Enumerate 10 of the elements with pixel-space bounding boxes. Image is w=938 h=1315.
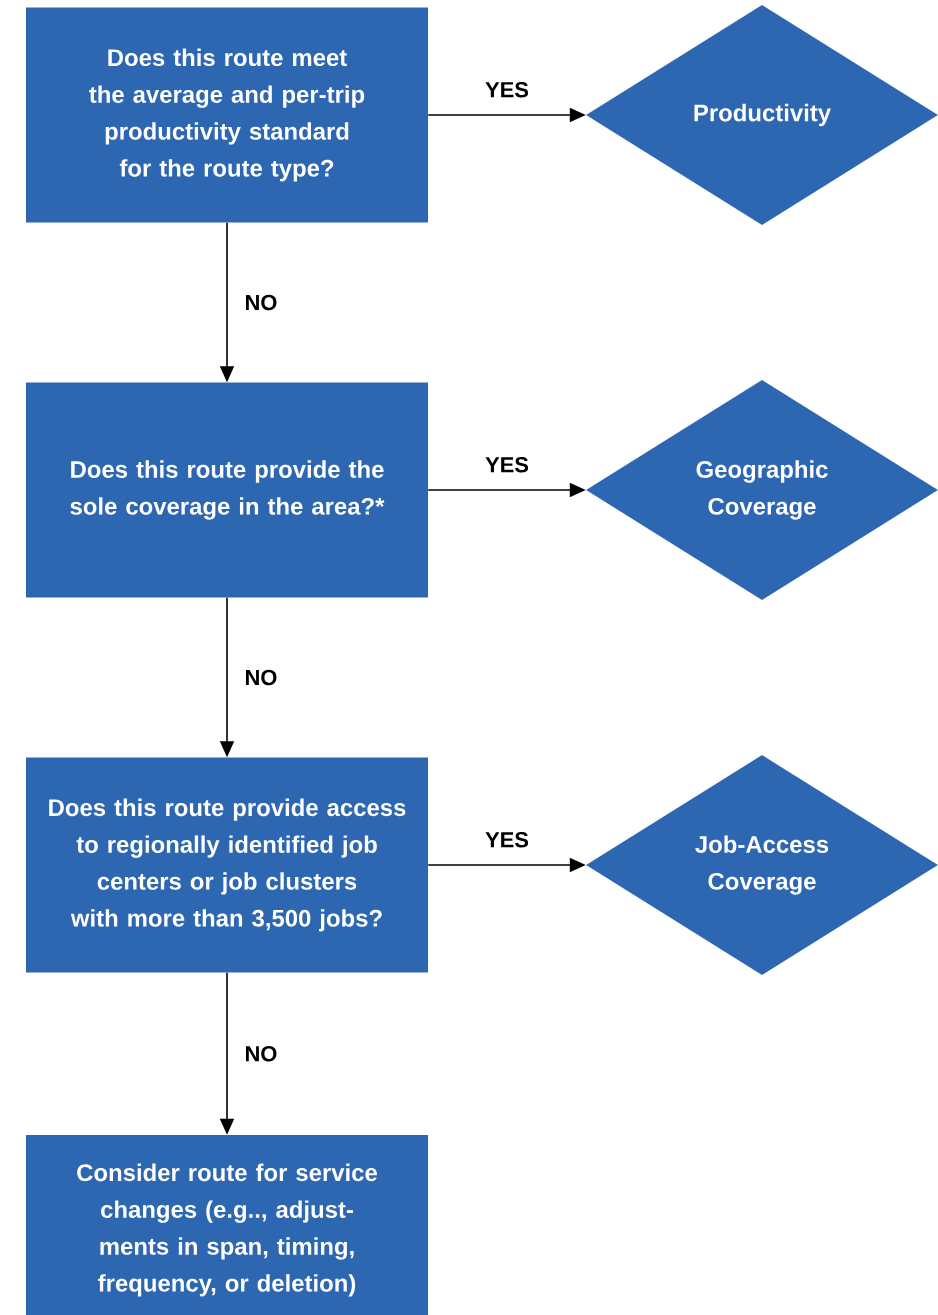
process-box: Consider route for service changes (e.g.., adjust-ments in span, timing, frequency, or deletion) <box>26 1135 428 1315</box>
edge-label: NO <box>246 294 277 311</box>
edge-label: YES <box>485 456 529 473</box>
edge-label: NO <box>246 1046 277 1062</box>
process-box: Does this route provide access to regionally identified job centers or job clusters with more than 3,500 jobs? <box>26 757 428 973</box>
process-box: Does this route meet the average and per-trip productivity standard for the route type? <box>26 7 428 223</box>
edge-label: YES <box>485 831 529 848</box>
edge-label: YES <box>485 81 529 98</box>
edge-label: NO <box>246 669 277 686</box>
process-box: Does this route provide the sole coverage in the area?* <box>26 382 428 598</box>
